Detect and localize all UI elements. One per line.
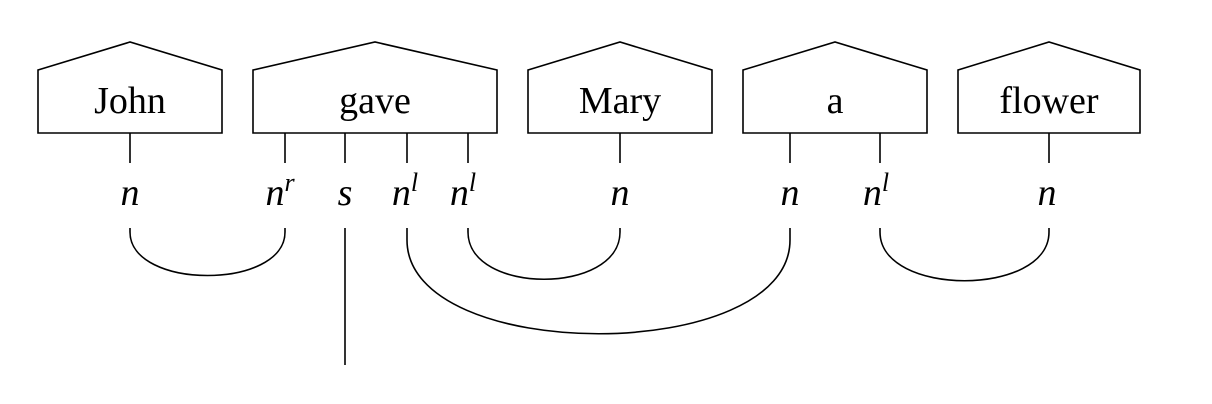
word-john: John — [94, 80, 166, 122]
type-label: nl — [450, 168, 476, 214]
cup-gave-mary — [467, 228, 621, 280]
type-labels: n nr s nl nl n n nl n — [121, 168, 1057, 214]
type-label: nl — [392, 168, 418, 214]
word-box-a: a — [742, 41, 928, 134]
word-box-mary: Mary — [527, 41, 713, 134]
word-box-gave: gave — [252, 41, 498, 134]
type-label: s — [338, 172, 353, 214]
type-label: nr — [265, 168, 295, 214]
cup-a-flower — [879, 228, 1050, 282]
type-label: n — [121, 172, 140, 214]
word-a: a — [827, 80, 844, 122]
type-label: nl — [863, 168, 889, 214]
type-label: n — [781, 172, 800, 214]
cup-john-gave — [129, 228, 286, 277]
type-label: n — [611, 172, 630, 214]
word-gave: gave — [339, 80, 411, 122]
word-mary: Mary — [579, 80, 661, 122]
type-label: n — [1038, 172, 1057, 214]
wire-stubs — [129, 133, 1050, 163]
word-box-flower: flower — [957, 41, 1141, 134]
word-flower: flower — [999, 80, 1099, 122]
word-box-john: John — [37, 41, 223, 134]
cup-gave-a — [406, 228, 791, 335]
